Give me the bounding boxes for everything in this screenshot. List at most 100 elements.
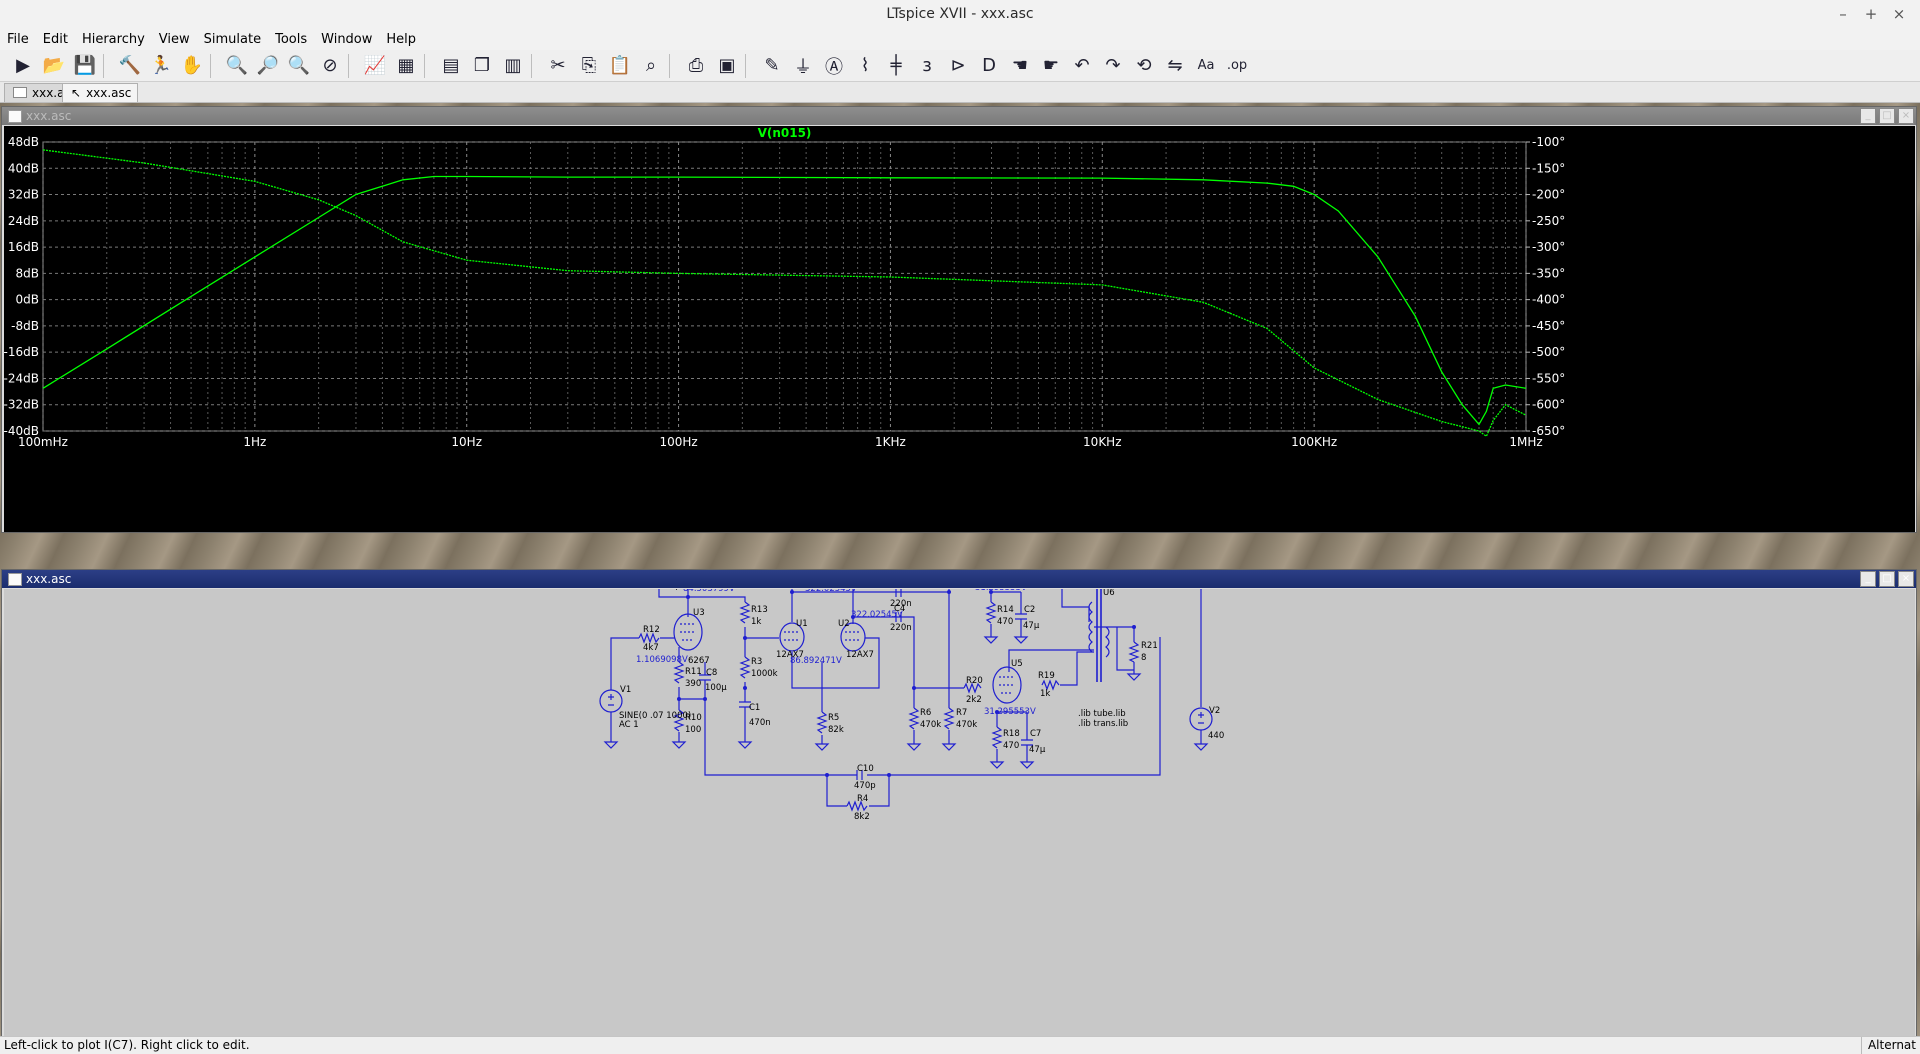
component-label[interactable]: 220n — [890, 599, 912, 609]
node-voltage-label[interactable]: 31.295553V — [984, 707, 1036, 717]
component-label[interactable]: 440 — [1208, 731, 1224, 741]
close-icon[interactable]: × — [1898, 108, 1914, 124]
node-voltage-label[interactable]: 322.02545V — [851, 610, 903, 620]
component-label[interactable]: R6 — [920, 708, 931, 718]
menu-view[interactable]: View — [158, 32, 190, 47]
undo-icon[interactable]: ↶ — [1074, 55, 1090, 76]
voltage-source-v1[interactable] — [599, 689, 623, 713]
ground-icon[interactable]: ⏚ — [794, 56, 812, 78]
tube-symbol[interactable] — [779, 622, 805, 652]
capacitor-symbol[interactable] — [699, 674, 711, 687]
component-label[interactable]: AC 1 — [619, 720, 639, 730]
spice-directive-icon[interactable]: .op — [1226, 58, 1248, 73]
cascade-icon[interactable]: ❐ — [473, 55, 491, 76]
halt-icon[interactable]: 🏃 — [149, 55, 173, 76]
autorange-icon[interactable]: 📈 — [363, 55, 387, 76]
component-label[interactable]: 220n — [890, 623, 912, 633]
component-label[interactable]: 47µ — [1023, 621, 1040, 631]
node-voltage-label[interactable]: 31.295553V — [975, 589, 1027, 593]
minimize-icon[interactable]: – — [1839, 5, 1847, 23]
move-hand-icon[interactable]: ☚ — [1011, 55, 1029, 76]
component-label[interactable]: 12AX7 — [846, 650, 874, 660]
menu-simulate[interactable]: Simulate — [203, 32, 262, 47]
component-label[interactable]: 82k — [828, 725, 844, 735]
wire-pencil-icon[interactable]: ✎ — [764, 55, 780, 76]
component-label[interactable]: U3 — [693, 608, 705, 618]
component-label[interactable]: C8 — [706, 668, 717, 678]
pan-icon[interactable]: ✋ — [180, 55, 204, 76]
copy-icon[interactable]: ⎘ — [581, 55, 597, 76]
component-label[interactable]: 470k — [920, 720, 941, 730]
ground-symbols[interactable] — [603, 589, 1209, 769]
component-label[interactable]: 470p — [854, 781, 876, 791]
zoom-out-icon[interactable]: 🔍 — [287, 55, 311, 76]
component-label[interactable]: 1k — [751, 617, 761, 627]
tile-horizontal-icon[interactable]: ▤ — [442, 55, 460, 76]
component-label[interactable]: .lib trans.lib — [1078, 719, 1128, 729]
resistor-icon[interactable]: ⌇ — [860, 55, 870, 76]
component-label[interactable]: 47µ — [1029, 745, 1046, 755]
component-label[interactable]: 6267 — [688, 656, 710, 666]
component-label[interactable]: C7 — [1030, 729, 1041, 739]
tab-schematic[interactable]: ↖xxx.asc — [62, 83, 139, 102]
component-label[interactable]: R18 — [1003, 729, 1020, 739]
component-label[interactable]: 1k — [1040, 689, 1050, 699]
component-label[interactable]: R7 — [956, 708, 967, 718]
close-icon[interactable]: × — [1898, 571, 1914, 587]
component-label[interactable]: 470 — [997, 617, 1013, 627]
schematic-window-title-bar[interactable]: xxx.asc _ □ × — [2, 570, 1916, 588]
wire[interactable] — [659, 589, 1202, 707]
zoom-area-icon[interactable]: 🔎 — [256, 55, 280, 76]
zoom-in-icon[interactable]: 🔍 — [225, 55, 249, 76]
restore-icon[interactable]: □ — [1879, 108, 1895, 124]
menu-edit[interactable]: Edit — [42, 32, 68, 47]
resistor-symbol[interactable] — [739, 656, 751, 679]
menu-window[interactable]: Window — [321, 32, 373, 47]
find-icon[interactable]: ⌕ — [645, 55, 657, 76]
cut-icon[interactable]: ✂ — [550, 55, 566, 76]
capacitor-symbol[interactable] — [739, 701, 751, 714]
component-label[interactable]: 8 — [1141, 653, 1146, 663]
schematic-drawing[interactable]: 190.93848V417.39523V84.503799V322.02545V… — [4, 589, 1915, 1037]
menu-hierarchy[interactable]: Hierarchy — [81, 32, 145, 47]
component-label[interactable]: C4 — [894, 604, 905, 614]
node-voltage-label[interactable]: 86.892471V — [790, 656, 842, 666]
resistor-symbol[interactable] — [943, 707, 955, 730]
print-preview-icon[interactable]: ▣ — [718, 55, 736, 76]
component-label[interactable]: 100 — [685, 725, 701, 735]
capacitor-symbol[interactable] — [856, 770, 863, 780]
tile-vertical-icon[interactable]: ▥ — [504, 55, 522, 76]
component-label[interactable]: R20 — [966, 676, 983, 686]
menu-tools[interactable]: Tools — [275, 32, 308, 47]
component-label[interactable]: R3 — [751, 657, 762, 667]
resistor-symbol[interactable] — [1041, 679, 1060, 691]
drag-hand-icon[interactable]: ☛ — [1042, 55, 1060, 76]
mirror-icon[interactable]: ⇋ — [1167, 55, 1183, 76]
component-label[interactable]: 4k7 — [643, 643, 659, 653]
component-label[interactable]: 2k2 — [966, 695, 982, 705]
component-label[interactable]: R21 — [1141, 641, 1158, 651]
transformer-windings[interactable] — [1088, 601, 1110, 658]
wire[interactable] — [610, 637, 675, 690]
resistor-symbol[interactable] — [739, 601, 751, 624]
redo-icon[interactable]: ↷ — [1105, 55, 1121, 76]
resistor-symbol[interactable] — [673, 709, 685, 732]
component-label[interactable]: U6 — [1103, 589, 1115, 598]
rotate-icon[interactable]: ⟲ — [1136, 55, 1152, 76]
component-label[interactable]: V1 — [620, 685, 631, 695]
minimize-icon[interactable]: _ — [1860, 108, 1876, 124]
capacitor-symbol[interactable] — [1015, 613, 1027, 624]
component-label[interactable]: 470n — [749, 718, 771, 728]
wire[interactable] — [791, 591, 949, 689]
minimize-icon[interactable]: _ — [1860, 571, 1876, 587]
node-voltage-label[interactable]: 84.503799V — [683, 589, 735, 594]
label-icon[interactable]: Ⓐ — [825, 56, 843, 78]
print-icon[interactable]: ⎙ — [688, 55, 704, 76]
component-label[interactable]: R12 — [643, 625, 660, 635]
maximize-icon[interactable]: + — [1864, 5, 1878, 23]
control-panel-icon[interactable]: 🔨 — [118, 55, 142, 76]
component-icon[interactable]: D — [982, 55, 996, 76]
voltage-source-v2[interactable] — [1189, 707, 1213, 731]
schematic-canvas[interactable]: 190.93848V417.39523V84.503799V322.02545V… — [4, 589, 1915, 1037]
